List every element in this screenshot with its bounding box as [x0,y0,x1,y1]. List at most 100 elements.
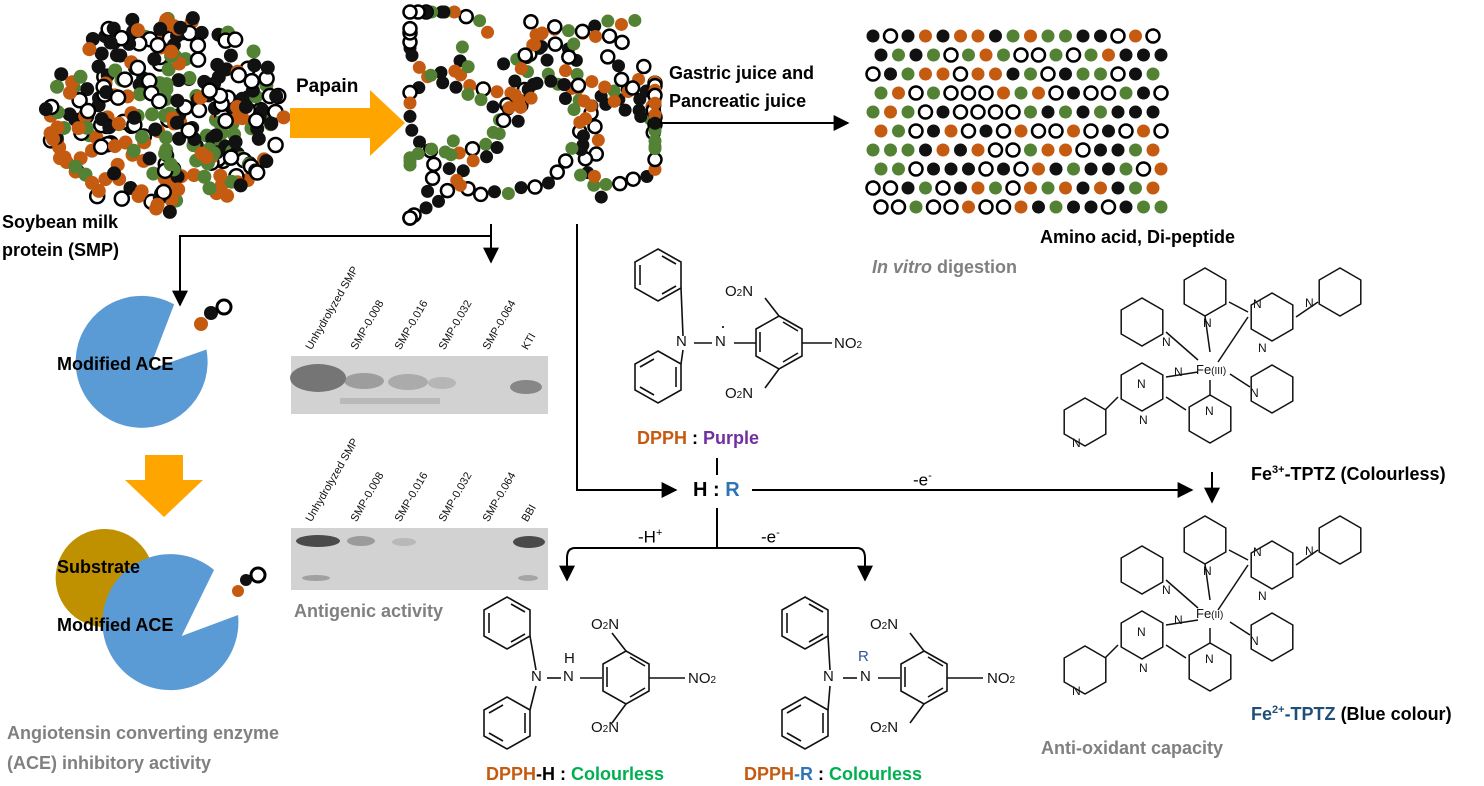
hydrolysate-particle [549,164,566,180]
smp-particle [228,135,243,150]
smp-particle [189,37,207,54]
amino-acid-particle [1013,47,1029,63]
hydrolysate-particle [612,175,628,192]
amino-acid-particle [936,29,950,43]
smp-particle [62,107,77,122]
western-blot-bottom [291,528,548,590]
hydrolysate-particle [442,162,456,176]
bond [1204,563,1211,601]
smp-particle [163,157,178,172]
hydrolysate-particle [576,129,590,143]
bond [1165,644,1187,659]
hydrolysate-particle [648,116,662,130]
hydrolysate-particle [403,158,417,172]
hydrolysate-particle [412,135,426,149]
amino-acid-particle [874,162,888,176]
amino-acid-particle [1137,124,1150,138]
smp-particle [248,112,265,129]
hydrolysate-particle [526,77,540,91]
amino-acid-particle [944,162,958,176]
hydrolysate-particle [567,103,581,117]
amino-acid-particle [882,180,899,196]
dpphh-h: H [564,650,575,667]
hydrolysate-particle [424,170,441,187]
smp-particle [85,175,100,190]
smp-particle [185,11,200,26]
amino-acid-particle [1059,29,1072,43]
amino-acid-particle [866,105,880,119]
smp-particle [129,59,147,77]
amino-acid-particle [1129,29,1142,43]
hydrolysate-particle [421,184,435,198]
amino-acid-particle [865,66,881,82]
amino-acid-particle [901,67,915,81]
smp-particle [173,20,188,35]
amino-acid-particle [954,181,967,195]
amino-acid-particle [919,29,932,43]
hydrolysate-particle [614,17,628,31]
smp-particle [171,73,186,88]
amino-acid-particle [952,66,969,82]
smp-particle [260,60,275,75]
smp-particle [153,21,168,36]
amino-acid-particle [978,161,994,177]
amino-acid-particle [960,85,977,101]
amino-acid-particle [1032,162,1045,176]
fe2-tptz-structure [1063,515,1362,695]
smp-particle [264,116,279,131]
smp-particle [111,116,126,131]
hydrolysate-particle [439,182,456,199]
smp-particle [150,92,168,110]
dpphr-no2-right: NO2 [987,670,1016,687]
papain-arrow [290,90,405,156]
hydrolysate-particle [628,13,642,27]
dpphr-n1: N [823,668,834,685]
inhibitor-peptide-black [204,306,218,320]
hydrolysate-particle [599,177,613,191]
inhibitor-peptide-orange [194,317,208,331]
amino-acid-particle [865,180,881,196]
smp-particle [180,122,198,139]
dpph-o2n-bottom: O2N [725,385,754,402]
hydrolysate-particle [562,24,576,38]
amino-acid-particle [987,104,1004,120]
smp-particle [159,130,174,145]
amino-acid-particle [1137,86,1150,100]
amino-acid-particle [1094,181,1107,195]
split-right-arrow [717,547,873,582]
amino-acid-particle [1119,48,1133,62]
hydrolysate-particle [574,168,588,182]
in-vitro-digestion-label: In vitro digestion [872,257,1018,277]
amino-acid-particle [874,48,888,62]
dpph-n1: N [676,333,687,350]
hydrolysate-particle [495,112,512,129]
hydrolysate-particle [497,57,511,71]
hydrolysate-particle [492,127,506,141]
smp-particle [259,154,274,169]
amino-acid-particle [1014,86,1028,100]
hydrolysate-particle [419,201,433,215]
amino-acid-particle [970,104,986,120]
amino-acid-particle [1119,162,1133,176]
bond [1295,549,1319,566]
smp-particle [134,184,149,199]
hydrolysate-particle [591,133,605,147]
amino-acid-particle [997,162,1010,176]
amino-acid-particle [1094,67,1107,81]
smp-particle [267,136,284,154]
inhibitor-peptide-white [215,298,233,316]
bond [1295,301,1319,318]
amino-acid-particle [962,200,975,214]
smp-particle [248,164,266,181]
smp-label-line1: Soybean milk [2,212,119,232]
smp-particle [107,139,122,154]
amino-acid-particle [892,86,905,100]
split-left-arrow [559,547,717,582]
modified-ace-label-top: Modified ACE [57,354,174,374]
amino-acid-particle [1067,124,1080,138]
amino-acid-particle [1129,143,1142,157]
bond [1165,396,1187,411]
hydrolysate-particle [474,93,488,107]
amino-acid-particle [1049,48,1063,62]
